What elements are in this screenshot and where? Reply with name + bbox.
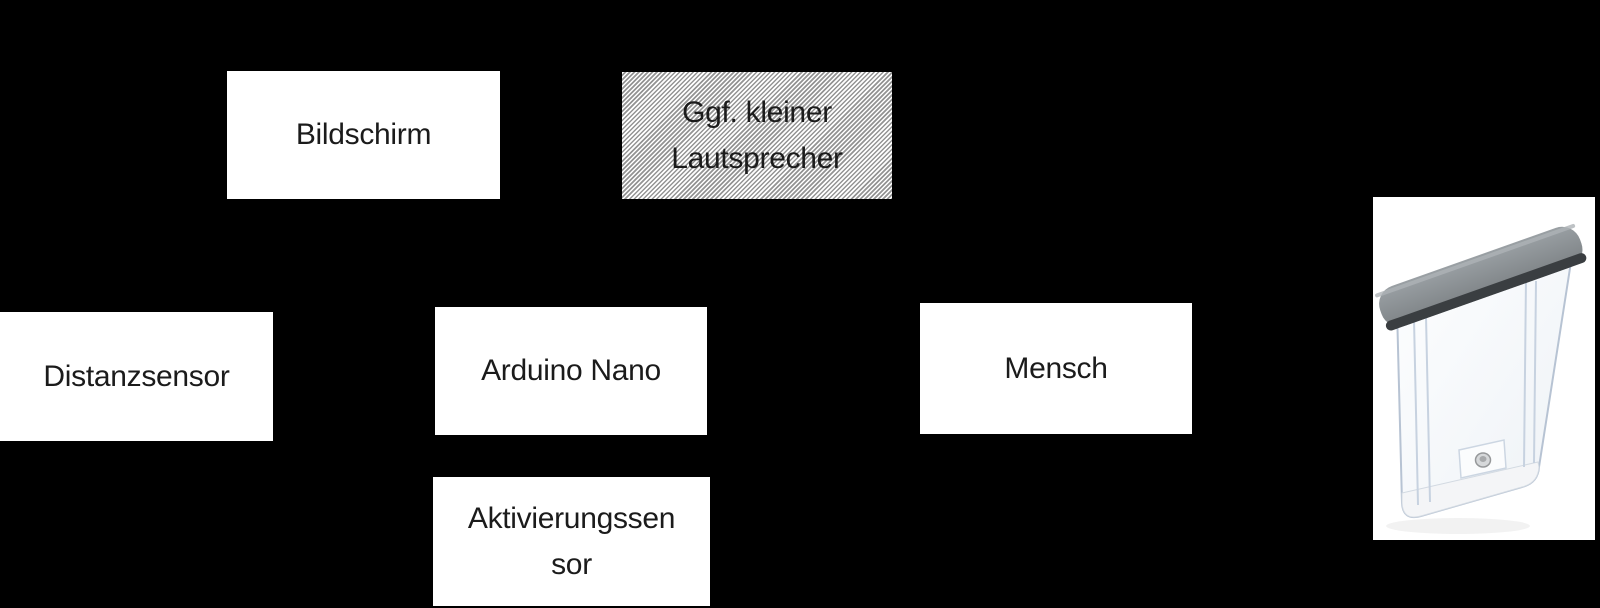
box-lautsprecher-label-line2: Lautsprecher [671,141,843,175]
tank-shadow [1386,518,1530,534]
box-lautsprecher: Ggf. kleiner Lautsprecher [622,72,892,199]
box-bildschirm-label: Bildschirm [295,118,432,151]
box-lautsprecher-label-line1: Ggf. kleiner [682,95,832,129]
tank-valve-center [1479,456,1487,462]
box-aktivierungssensor-label-line1: Aktivierungssen [467,501,676,535]
tank-left-ribs [1413,315,1431,506]
tank-base [1401,461,1540,518]
box-aktivierungssensor-label-line2: sor [551,547,592,581]
box-distanzsensor: Distanzsensor [0,312,273,441]
box-arduino-nano-label: Arduino Nano [481,354,661,387]
box-arduino-nano: Arduino Nano [435,307,707,435]
water-tank-image [1373,197,1595,540]
box-mensch: Mensch [920,303,1192,434]
water-tank-photo [1373,197,1595,540]
box-mensch-label: Mensch [1004,351,1108,385]
tank-lid [1375,223,1587,331]
tank-right-ribs [1523,276,1537,468]
box-aktivierungssensor: Aktivierungssen sor [433,477,710,606]
box-bildschirm: Bildschirm [227,71,500,199]
box-distanzsensor-label: Distanzsensor [43,359,230,393]
